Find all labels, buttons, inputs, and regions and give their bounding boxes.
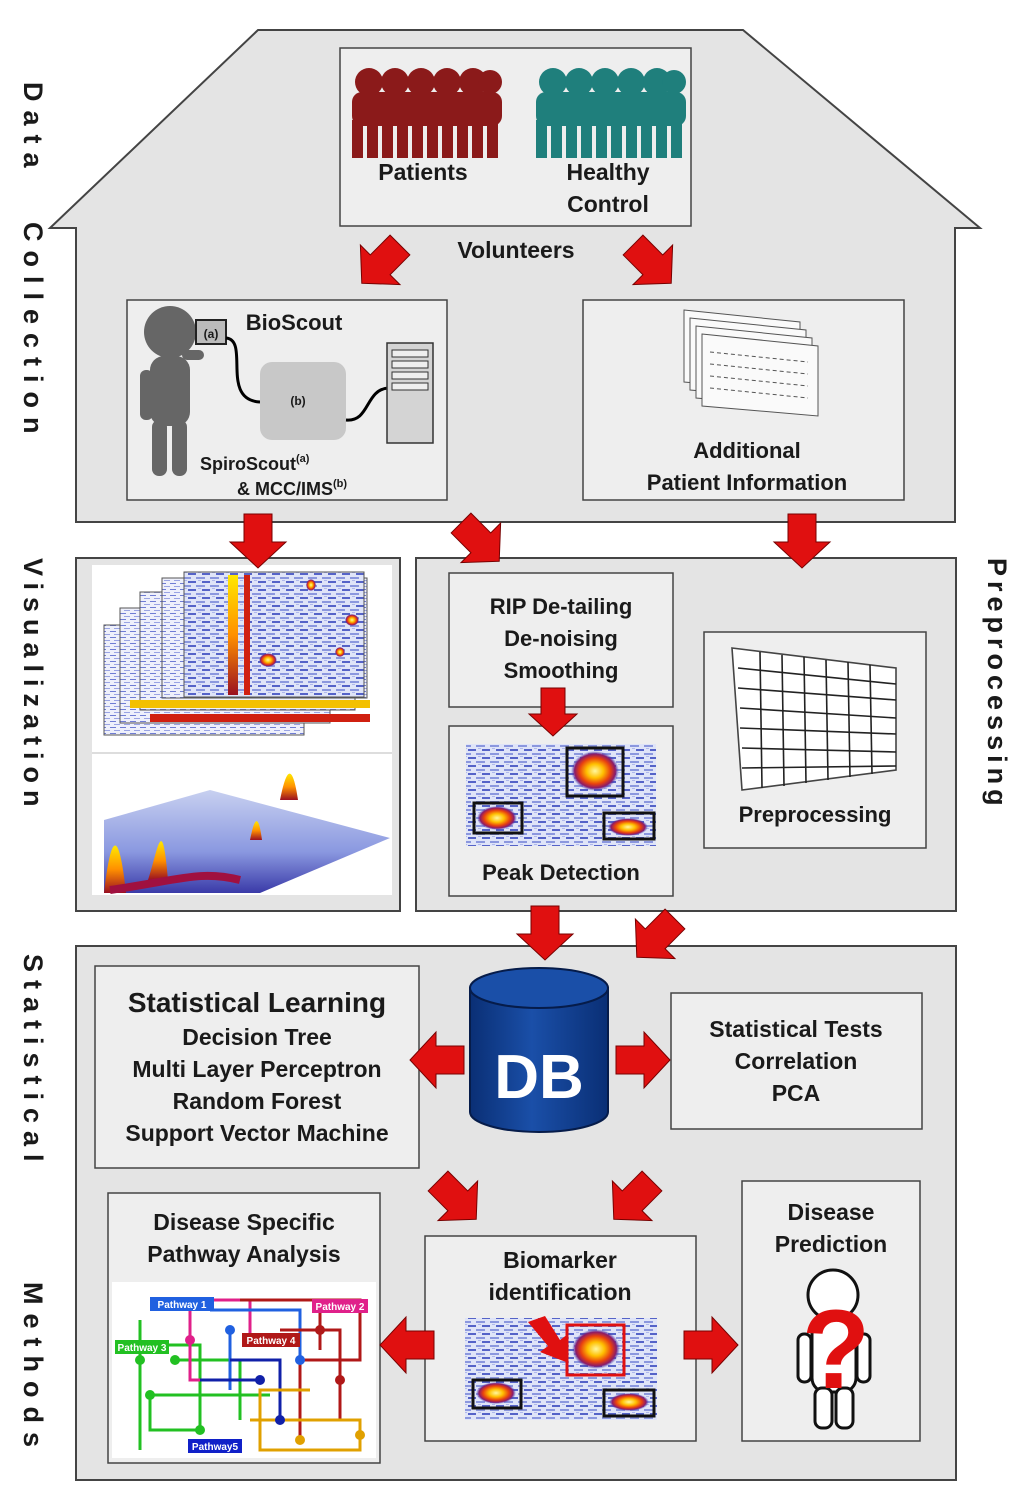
biomarker-label-1: Biomarker [503,1247,617,1273]
pathway-network-image: Pathway 1 Pathway 2 Pathway 3 Pathway 4 … [112,1282,376,1458]
statistical-tests-box [670,992,923,1130]
step-denoising: De-noising [504,626,618,651]
computer-icon [386,342,434,444]
arrow-db-to-learning [409,1030,465,1090]
method-random-forest: Random Forest [173,1088,342,1114]
peak-detection-image [466,744,656,846]
healthy-control-icon [536,68,686,158]
arrow-biomarker-to-pathway [379,1315,435,1375]
label-visualization-text: Visualization [18,558,48,814]
label-methods: Methods [18,1282,48,1456]
healthy-label-1: Healthy [566,159,649,185]
flow-arrows [228,234,832,1375]
label-statistical: Statistical [18,954,48,1170]
label-b: (b) [290,394,305,408]
prediction-label-1: Disease [788,1199,875,1225]
person-icon [140,306,204,476]
breath-tube [225,336,261,404]
label-visualization: Visualization [18,558,48,814]
label-preprocessing: Preprocessing [982,558,1012,811]
statistical-learning-title: Statistical Learning [128,987,386,1018]
pathway-1-label: Pathway 1 [158,1300,207,1311]
arrow-tests-to-biomarker [611,1170,663,1222]
arrow-bioscout-to-visualization [228,513,288,569]
healthy-label-2: Control [567,191,649,217]
arrow-preprocessing-to-db [634,908,686,960]
pathway-title-2: Pathway Analysis [147,1241,340,1267]
data-cable [345,386,389,422]
peak-detection-label: Peak Detection [482,860,640,885]
method-svm: Support Vector Machine [125,1120,388,1146]
tests-title: Statistical Tests [709,1016,882,1042]
tests-correlation: Correlation [735,1048,858,1074]
signal-processing-box [448,572,674,708]
label-statistical-methods: Statistical Methods [18,954,48,1456]
pathway-4-label: Pathway 4 [247,1336,296,1347]
mcc-ims-device-icon: (b) [260,362,346,440]
method-mlp: Multi Layer Perceptron [132,1056,381,1082]
database-icon: DB [469,967,609,1133]
grid-sheet-icon [731,647,897,791]
arrow-biomarker-to-prediction [683,1315,739,1375]
question-mark: ? [802,1287,870,1412]
arrow-information-to-preprocessing [772,513,832,569]
arrow-db-to-tests [615,1030,671,1090]
spiroscout-label: SpiroScout(a) [200,453,310,474]
mcc-ims-label: & MCC/IMS(b) [237,478,347,499]
label-data-collection: Data Collection [18,82,48,443]
patients-icon [352,68,502,158]
label-a: (a) [204,327,219,341]
arrow-peaks-to-db [515,905,575,961]
unknown-person-icon [796,1268,872,1430]
label-data: Data [18,82,48,177]
arrow-learning-to-biomarker [427,1170,479,1222]
label-collection: Collection [18,222,48,443]
db-label: DB [494,1043,584,1112]
volunteers-label: Volunteers [457,237,574,263]
pathway-5-label: Pathway5 [192,1442,239,1453]
preprocessing-label: Preprocessing [739,802,892,827]
step-smoothing: Smoothing [504,658,619,683]
pathway-3-label: Pathway 3 [118,1343,167,1354]
biomarker-image [465,1316,657,1420]
spiroscout-device-icon: (a) [195,319,227,345]
biomarker-label-2: identification [488,1279,631,1305]
arrow-smoothing-to-peaks [527,687,579,737]
arrow-volunteers-to-bioscout [359,234,411,286]
bioscout-title: BioScout [246,310,343,335]
additional-label-2: Patient Information [647,470,847,495]
prediction-label-2: Prediction [775,1231,887,1257]
pathway-title-1: Disease Specific [153,1209,335,1235]
label-preprocessing-text: Preprocessing [982,558,1012,811]
documents-icon [683,309,819,417]
arrow-volunteers-to-information [622,234,674,286]
surface-plot-image [104,773,390,894]
additional-label-1: Additional [693,438,801,463]
pathway-2-label: Pathway 2 [316,1302,365,1313]
step-rip-detailing: RIP De-tailing [490,594,633,619]
patients-label: Patients [378,159,467,185]
arrow-bioscout-to-preprocessing [450,512,502,564]
method-decision-tree: Decision Tree [182,1024,332,1050]
tests-pca: PCA [772,1080,821,1106]
